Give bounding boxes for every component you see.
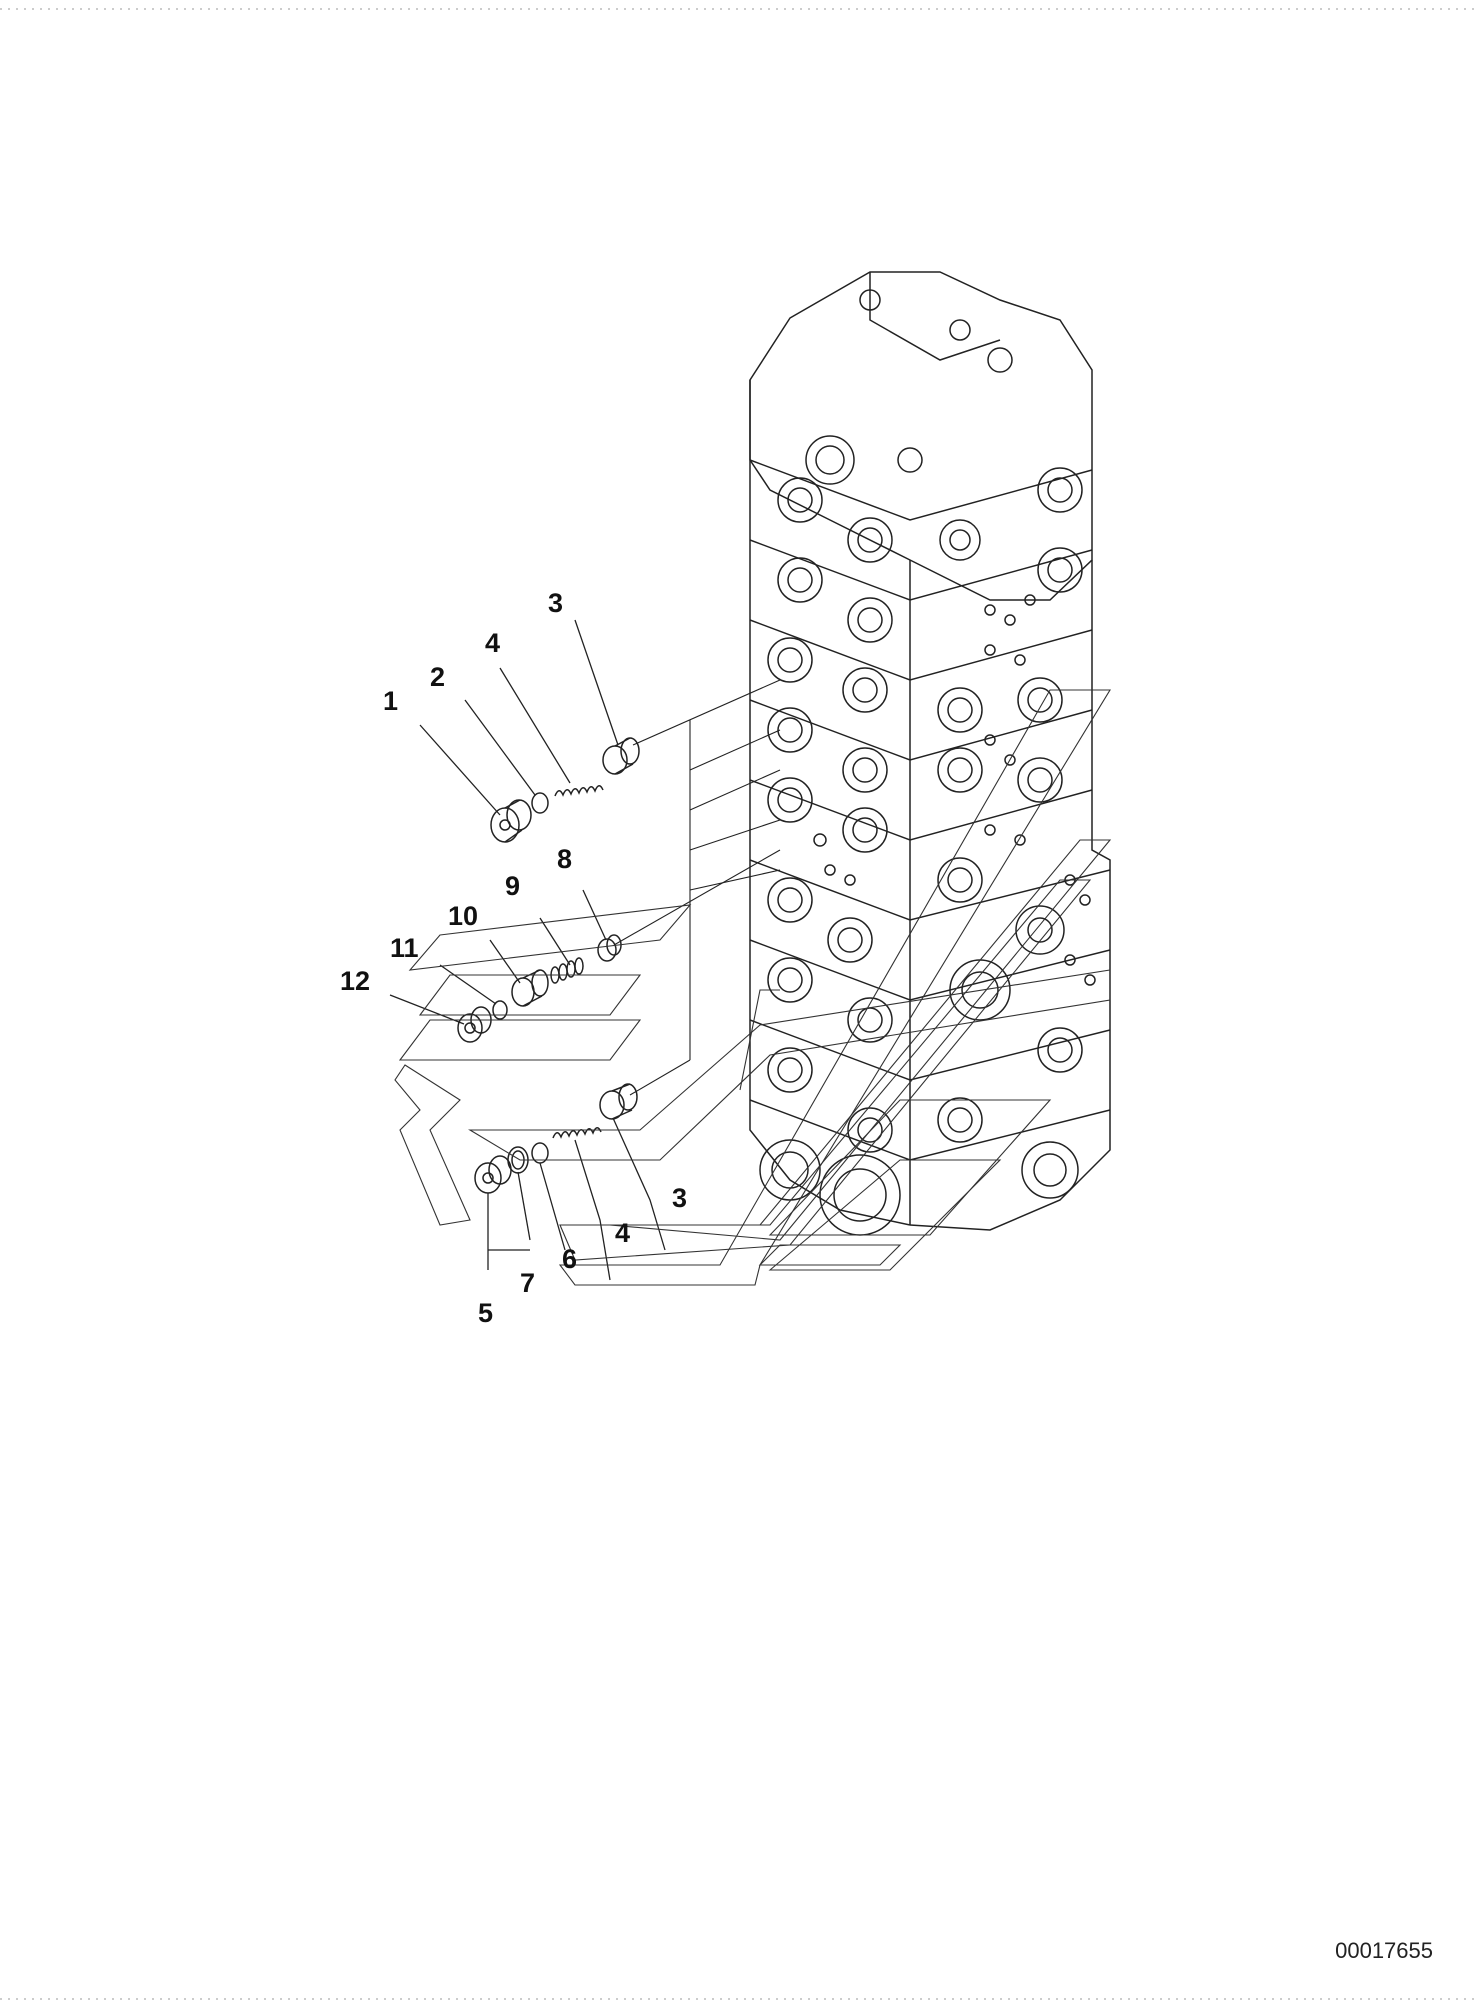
part-2-o-ring (531, 792, 549, 814)
callout-12: 12 (340, 966, 370, 996)
guide-arrows (394, 689, 1112, 1286)
part-8-poppet (597, 934, 622, 962)
callout-6: 6 (562, 1244, 577, 1274)
callout-8: 8 (557, 844, 572, 874)
part-4-spring (554, 785, 604, 797)
callout-9: 9 (505, 871, 520, 901)
leader-lines (389, 619, 666, 1281)
callout-3-lower: 3 (672, 1183, 687, 1213)
callout-labels: 1 2 4 3 8 9 10 11 12 3 4 6 7 5 (340, 588, 687, 1328)
part-1-plug (490, 799, 532, 843)
control-valve-body (749, 271, 1111, 1236)
callout-4: 4 (485, 628, 500, 658)
drawing-number: 00017655 (1335, 1938, 1433, 1963)
part-4-spring-lower (552, 1127, 602, 1139)
callout-10: 10 (448, 901, 478, 931)
callout-3: 3 (548, 588, 563, 618)
callout-1: 1 (383, 686, 398, 716)
part-9-spring (550, 957, 584, 984)
part-5-plug (474, 1155, 512, 1194)
part-3-poppet (602, 737, 640, 775)
callout-2: 2 (430, 662, 445, 692)
callout-7: 7 (520, 1268, 535, 1298)
part-3-poppet-lower (599, 1083, 638, 1120)
callout-11: 11 (390, 933, 419, 963)
part-10-sleeve (511, 969, 549, 1007)
part-11-o-ring (492, 1000, 508, 1020)
part-12-plug (457, 1006, 492, 1043)
callout-4-lower: 4 (615, 1218, 630, 1248)
callout-5: 5 (478, 1298, 493, 1328)
routing-lines (613, 679, 781, 1096)
